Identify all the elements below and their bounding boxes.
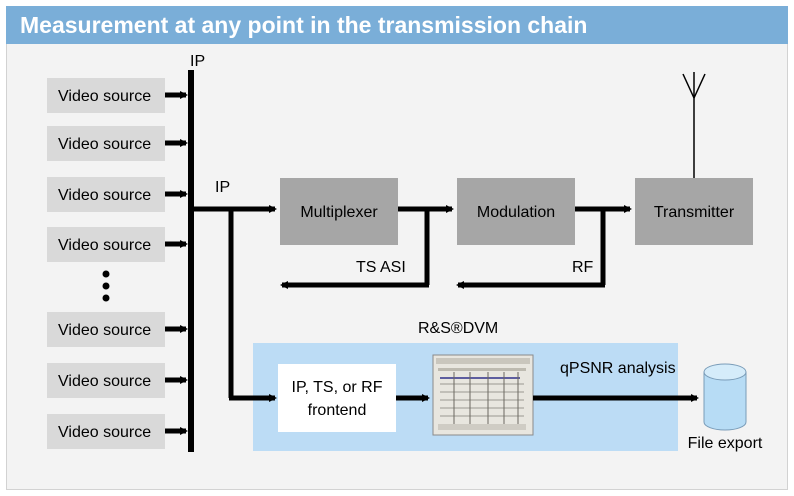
frontend-label-line1: IP, TS, or RF (292, 379, 383, 396)
diagram-title: Measurement at any point in the transmis… (6, 6, 788, 44)
database-icon (703, 363, 747, 431)
source-arrows (165, 91, 188, 435)
screenshot-thumbnail (432, 354, 534, 436)
video-source-label: Video source (58, 136, 151, 153)
video-source-label: Video source (58, 424, 151, 441)
file-export-label: File export (688, 435, 763, 452)
multiplexer-box (280, 178, 398, 245)
video-source-label: Video source (58, 237, 151, 254)
video-source-box (47, 312, 165, 347)
dvm-label: R&S®DVM (418, 320, 498, 337)
ip-bus-label: IP (190, 53, 205, 70)
video-source-box (47, 177, 165, 212)
video-source-box (47, 363, 165, 398)
frontend-box (278, 364, 396, 432)
video-source-label: Video source (58, 88, 151, 105)
frontend-label-line2: frontend (308, 402, 367, 419)
ip-branch-label: IP (215, 179, 230, 196)
multiplexer-label: Multiplexer (300, 204, 378, 221)
qpsnr-label: qPSNR analysis (560, 360, 676, 377)
transmitter-label: Transmitter (654, 204, 735, 221)
rf-label: RF (572, 259, 594, 276)
video-source-label: Video source (58, 373, 151, 390)
video-source-box (47, 126, 165, 161)
ellipsis-dots-icon (102, 270, 110, 302)
video-source-box (47, 414, 165, 449)
video-source-box (47, 78, 165, 113)
ip-bus (188, 70, 194, 452)
transmitter-box (635, 178, 753, 245)
video-source-label: Video source (58, 322, 151, 339)
antenna-icon (682, 72, 706, 178)
ts-asi-label: TS ASI (356, 259, 406, 276)
video-source-label: Video source (58, 187, 151, 204)
video-source-list: Video source Video source Video source V… (47, 78, 165, 449)
modulation-label: Modulation (477, 204, 555, 221)
modulation-box (457, 178, 575, 245)
video-source-box (47, 227, 165, 262)
